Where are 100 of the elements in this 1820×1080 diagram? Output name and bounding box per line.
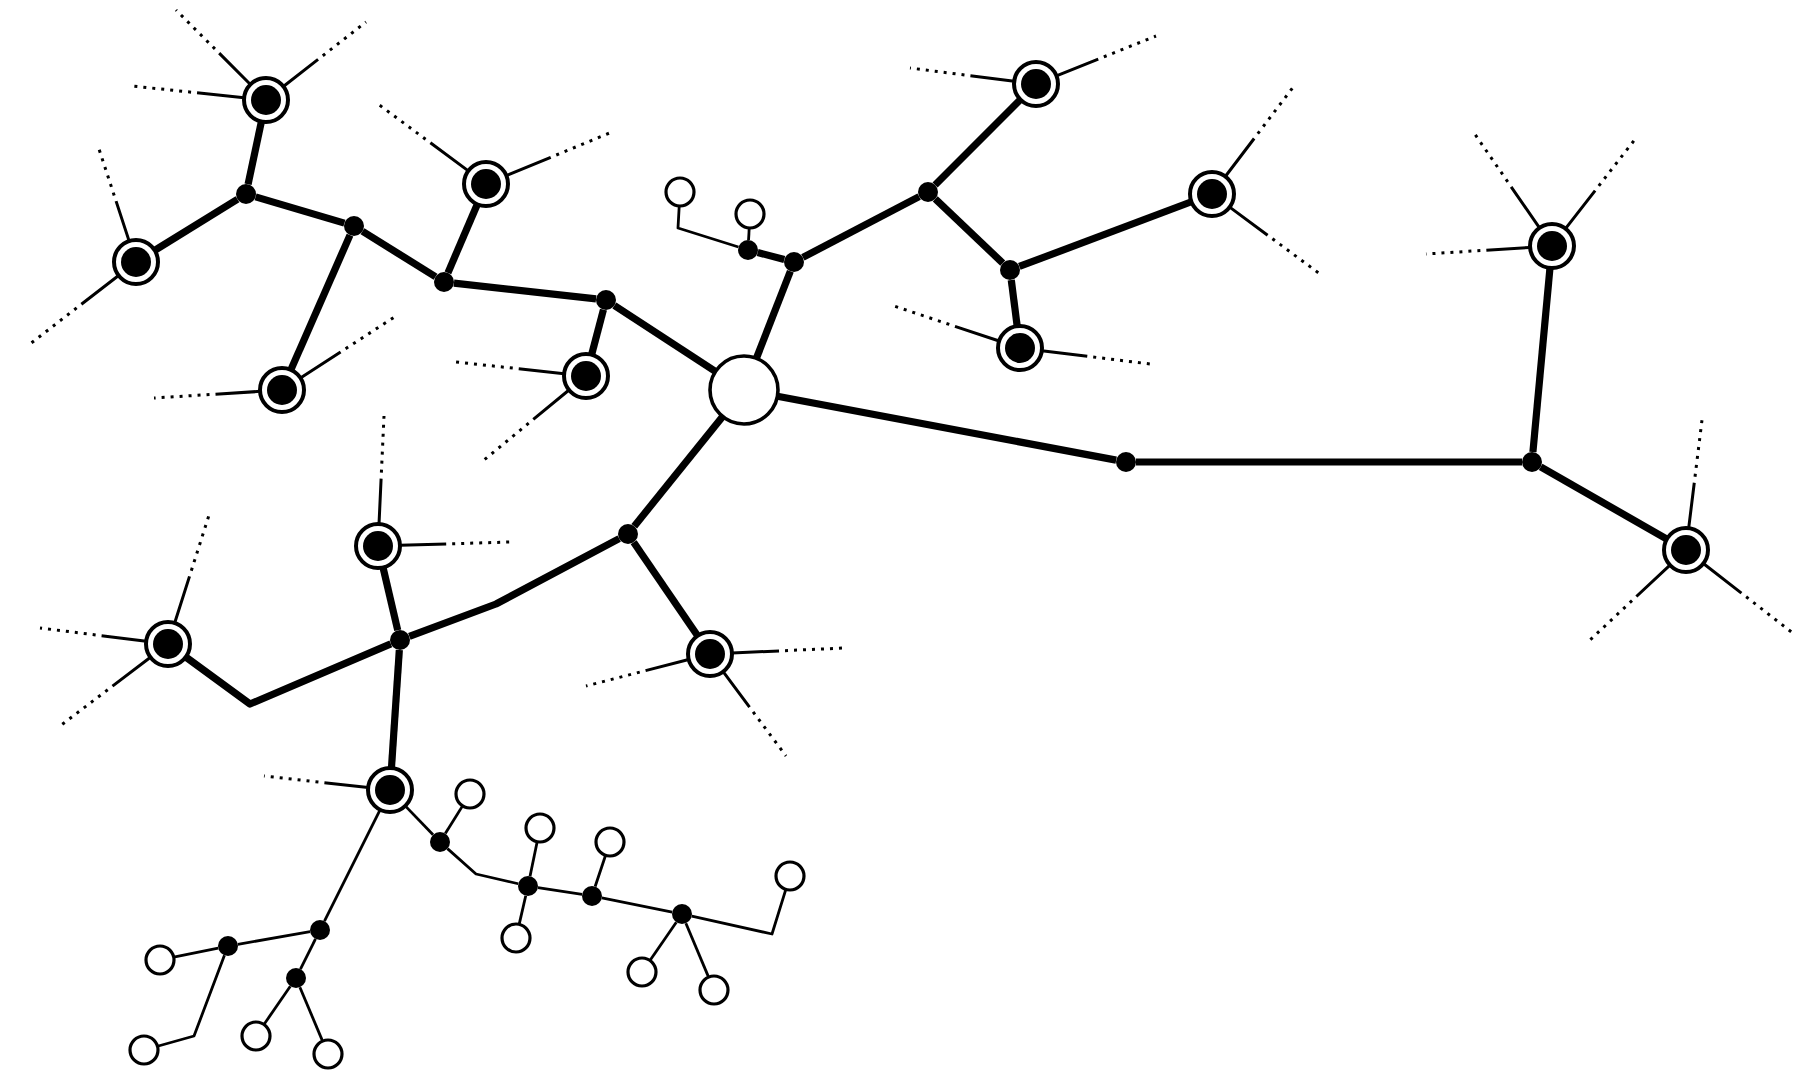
junction-dot: [1116, 452, 1136, 472]
connector-line: [691, 888, 788, 936]
dotted-stub-line: [59, 656, 152, 728]
dotted-stub-line: [399, 540, 511, 547]
dotted-stub-line: [174, 8, 252, 86]
connector-line: [1136, 458, 1522, 466]
connector-line: [1538, 463, 1669, 543]
dotted-stub-line: [455, 360, 565, 376]
dotted-stub-line: [377, 102, 470, 173]
connector-line: [588, 308, 607, 356]
open-circle: [128, 1034, 160, 1066]
ringed-node: [1188, 170, 1236, 218]
dotted-stub-line: [731, 646, 845, 655]
dotted-stub-line: [299, 314, 397, 380]
dotted-stub-line: [1588, 563, 1671, 642]
open-circle: [144, 944, 176, 976]
connector-line: [631, 414, 726, 529]
open-circle: [708, 354, 780, 426]
connector-line: [360, 228, 438, 280]
junction-dot: [672, 904, 692, 924]
junction-dot: [434, 272, 454, 292]
connector-line: [756, 249, 786, 263]
dotted-stub-line: [173, 511, 212, 624]
connector-line: [630, 540, 701, 638]
junction-dot: [390, 630, 410, 650]
open-circle: [774, 860, 806, 892]
dotted-stub-line: [96, 145, 131, 242]
junction-dot: [738, 240, 758, 260]
junction-dot: [1522, 452, 1542, 472]
connector-line: [753, 270, 794, 360]
connector-line: [932, 97, 1023, 188]
connector-line: [593, 854, 607, 887]
dotted-stub-line: [483, 388, 570, 462]
dotted-stub-line: [893, 304, 1000, 343]
junction-dot: [918, 182, 938, 202]
connector-line: [152, 196, 240, 254]
ringed-node: [144, 620, 192, 668]
dotted-stub-line: [1564, 137, 1638, 230]
connector-line: [408, 535, 621, 640]
connector-line: [528, 841, 539, 877]
dotted-stub-line: [282, 20, 367, 88]
junction-dot: [344, 216, 364, 236]
connector-line: [612, 302, 718, 375]
junction-dot: [784, 252, 804, 272]
connector-line: [183, 640, 393, 708]
open-circle: [240, 1020, 272, 1052]
connector-line: [648, 921, 678, 962]
dotted-stub-line: [585, 658, 690, 688]
dotted-stub-line: [131, 84, 245, 100]
dotted-stub-line: [263, 774, 369, 790]
ringed-node: [1012, 60, 1060, 108]
connector-line: [446, 847, 519, 886]
dotted-stub-line: [29, 274, 120, 346]
connector-line: [537, 886, 583, 896]
junction-dot: [236, 184, 256, 204]
connector-line: [801, 193, 921, 261]
connector-line: [1529, 267, 1554, 453]
dotted-stub-line: [1470, 129, 1541, 229]
open-circle: [312, 1038, 344, 1070]
open-circle: [698, 974, 730, 1006]
open-circle: [734, 198, 766, 230]
dotted-stub-line: [505, 130, 613, 177]
connector-line: [387, 649, 403, 769]
dotted-stub-line: [377, 415, 386, 525]
junction-dot: [430, 832, 450, 852]
open-circle: [626, 956, 658, 988]
connector-line: [1018, 198, 1193, 270]
ringed-node: [258, 366, 306, 414]
connector-line: [237, 930, 311, 946]
junction-dot: [310, 920, 330, 940]
dotted-stub-line: [1228, 205, 1321, 276]
ringed-node: [112, 238, 160, 286]
connector-line: [1007, 279, 1021, 327]
dotted-stub-line: [39, 626, 147, 643]
dotted-stub-line: [1687, 419, 1704, 529]
ringed-node: [996, 324, 1044, 372]
connector-line: [932, 196, 1006, 266]
connector-line: [298, 986, 324, 1042]
connector-line: [453, 279, 597, 303]
ringed-node: [462, 160, 510, 208]
open-circle: [454, 778, 486, 810]
connector-line: [444, 202, 481, 275]
dotted-stub-line: [1055, 34, 1157, 78]
junction-dot: [618, 524, 638, 544]
connector-line: [323, 809, 382, 922]
connector-line: [601, 896, 673, 914]
ringed-node: [354, 522, 402, 570]
connector-line: [157, 954, 226, 1048]
connector-line: [379, 566, 402, 632]
connector-line: [776, 392, 1117, 464]
ringed-node: [242, 76, 290, 124]
connector-line: [244, 120, 265, 185]
ringed-node: [562, 352, 610, 400]
open-circle: [664, 176, 696, 208]
connector-line: [299, 938, 317, 970]
ringed-node: [1662, 526, 1710, 574]
connector-line: [287, 233, 354, 372]
open-circle: [594, 826, 626, 858]
dotted-stub-line: [1702, 562, 1795, 636]
ringed-node: [1528, 222, 1576, 270]
